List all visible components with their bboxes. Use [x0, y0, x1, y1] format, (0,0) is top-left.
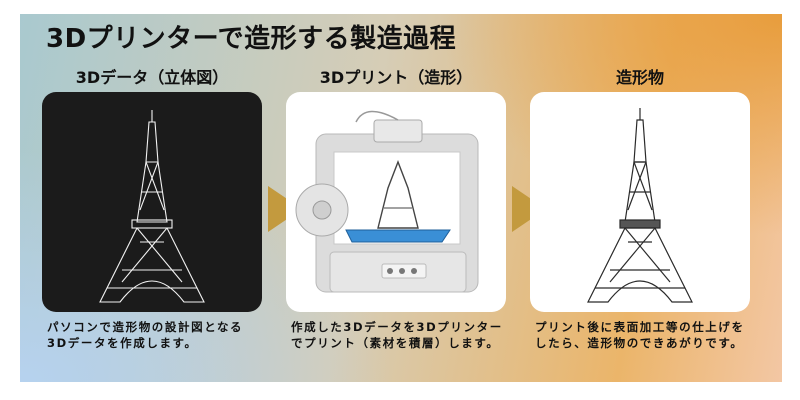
- step-1-description: パソコンで造形物の設計図となる3Dデータを作成します。: [47, 320, 244, 350]
- step-3-heading: 造形物: [615, 68, 664, 87]
- printed-eiffel-tower-icon: [587, 108, 693, 303]
- infographic-background: 3Dプリンターで造形する製造過程 3Dデータ（立体図） 3Dプリント（造形: [20, 14, 782, 382]
- step-2-heading: 3Dプリント（造形）: [319, 68, 473, 87]
- 3d-printer-icon: [295, 110, 479, 293]
- step-2-description: 作成した3Dデータを3Dプリンターでプリント（素材を積層）します。: [291, 320, 503, 350]
- eiffel-tower-wireframe-icon: [99, 110, 205, 303]
- step-2-image-panel: [286, 92, 506, 312]
- step-1-image-panel: [42, 92, 262, 312]
- step-3-image-panel: [530, 92, 750, 312]
- page-title: 3Dプリンターで造形する製造過程: [46, 24, 457, 54]
- step-3-description: プリント後に表面加工等の仕上げをしたら、造形物のできあがりです。: [535, 320, 745, 350]
- step-1-heading: 3Dデータ（立体図）: [75, 68, 229, 87]
